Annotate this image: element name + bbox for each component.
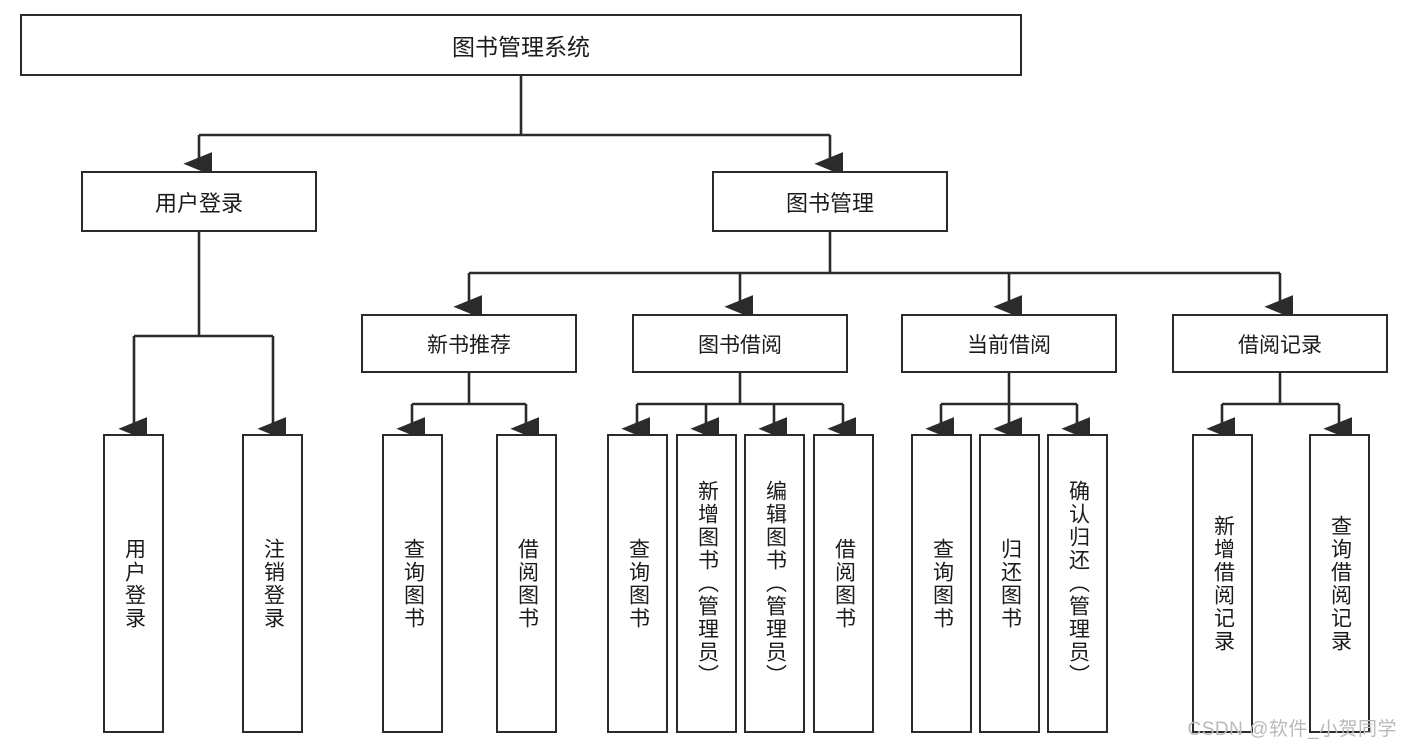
leaf-query-book-borrow[interactable]: 查询图书 — [607, 434, 668, 733]
node-borrow-record[interactable]: 借阅记录 — [1172, 314, 1388, 373]
leaf-borrow-book-label: 借阅图书 — [832, 537, 856, 630]
leaf-edit-book-admin-label: 编辑图书（管理员） — [763, 480, 787, 687]
leaf-borrow-book-recommend-label: 借阅图书 — [515, 537, 539, 630]
leaf-add-borrow-record-label: 新增借阅记录 — [1211, 514, 1235, 653]
leaf-query-book-borrow-label: 查询图书 — [626, 537, 650, 630]
node-borrow-record-label: 借阅记录 — [1238, 333, 1322, 357]
leaf-query-borrow-record-label: 查询借阅记录 — [1328, 514, 1352, 653]
leaf-borrow-book-recommend[interactable]: 借阅图书 — [496, 434, 557, 733]
leaf-confirm-return-admin[interactable]: 确认归还（管理员） — [1047, 434, 1108, 733]
node-new-book-recommend[interactable]: 新书推荐 — [361, 314, 577, 373]
node-current-borrow-label: 当前借阅 — [967, 333, 1051, 357]
leaf-user-login[interactable]: 用户登录 — [103, 434, 164, 733]
leaf-query-book-current[interactable]: 查询图书 — [911, 434, 972, 733]
node-book-management[interactable]: 图书管理 — [712, 171, 948, 232]
leaf-return-book[interactable]: 归还图书 — [979, 434, 1040, 733]
node-new-book-recommend-label: 新书推荐 — [427, 333, 511, 357]
node-user-login[interactable]: 用户登录 — [81, 171, 317, 232]
leaf-query-borrow-record[interactable]: 查询借阅记录 — [1309, 434, 1370, 733]
node-root[interactable]: 图书管理系统 — [20, 14, 1022, 76]
leaf-user-login-label: 用户登录 — [122, 537, 146, 630]
leaf-edit-book-admin[interactable]: 编辑图书（管理员） — [744, 434, 805, 733]
node-root-label: 图书管理系统 — [452, 34, 590, 60]
node-user-login-label: 用户登录 — [154, 190, 243, 216]
watermark: CSDN @软件_小贺同学 — [1187, 719, 1397, 740]
leaf-add-book-admin[interactable]: 新增图书（管理员） — [676, 434, 737, 733]
node-book-borrow[interactable]: 图书借阅 — [632, 314, 848, 373]
node-book-management-label: 图书管理 — [785, 190, 874, 216]
leaf-borrow-book[interactable]: 借阅图书 — [813, 434, 874, 733]
leaf-add-book-admin-label: 新增图书（管理员） — [695, 480, 719, 687]
leaf-confirm-return-admin-label: 确认归还（管理员） — [1066, 480, 1090, 687]
node-current-borrow[interactable]: 当前借阅 — [901, 314, 1117, 373]
leaf-query-book-recommend-label: 查询图书 — [401, 537, 425, 630]
leaf-query-book-current-label: 查询图书 — [930, 537, 954, 630]
leaf-logout-label: 注销登录 — [261, 537, 285, 630]
leaf-return-book-label: 归还图书 — [998, 537, 1022, 630]
leaf-query-book-recommend[interactable]: 查询图书 — [382, 434, 443, 733]
node-book-borrow-label: 图书借阅 — [698, 333, 782, 357]
leaf-add-borrow-record[interactable]: 新增借阅记录 — [1192, 434, 1253, 733]
leaf-logout[interactable]: 注销登录 — [242, 434, 303, 733]
